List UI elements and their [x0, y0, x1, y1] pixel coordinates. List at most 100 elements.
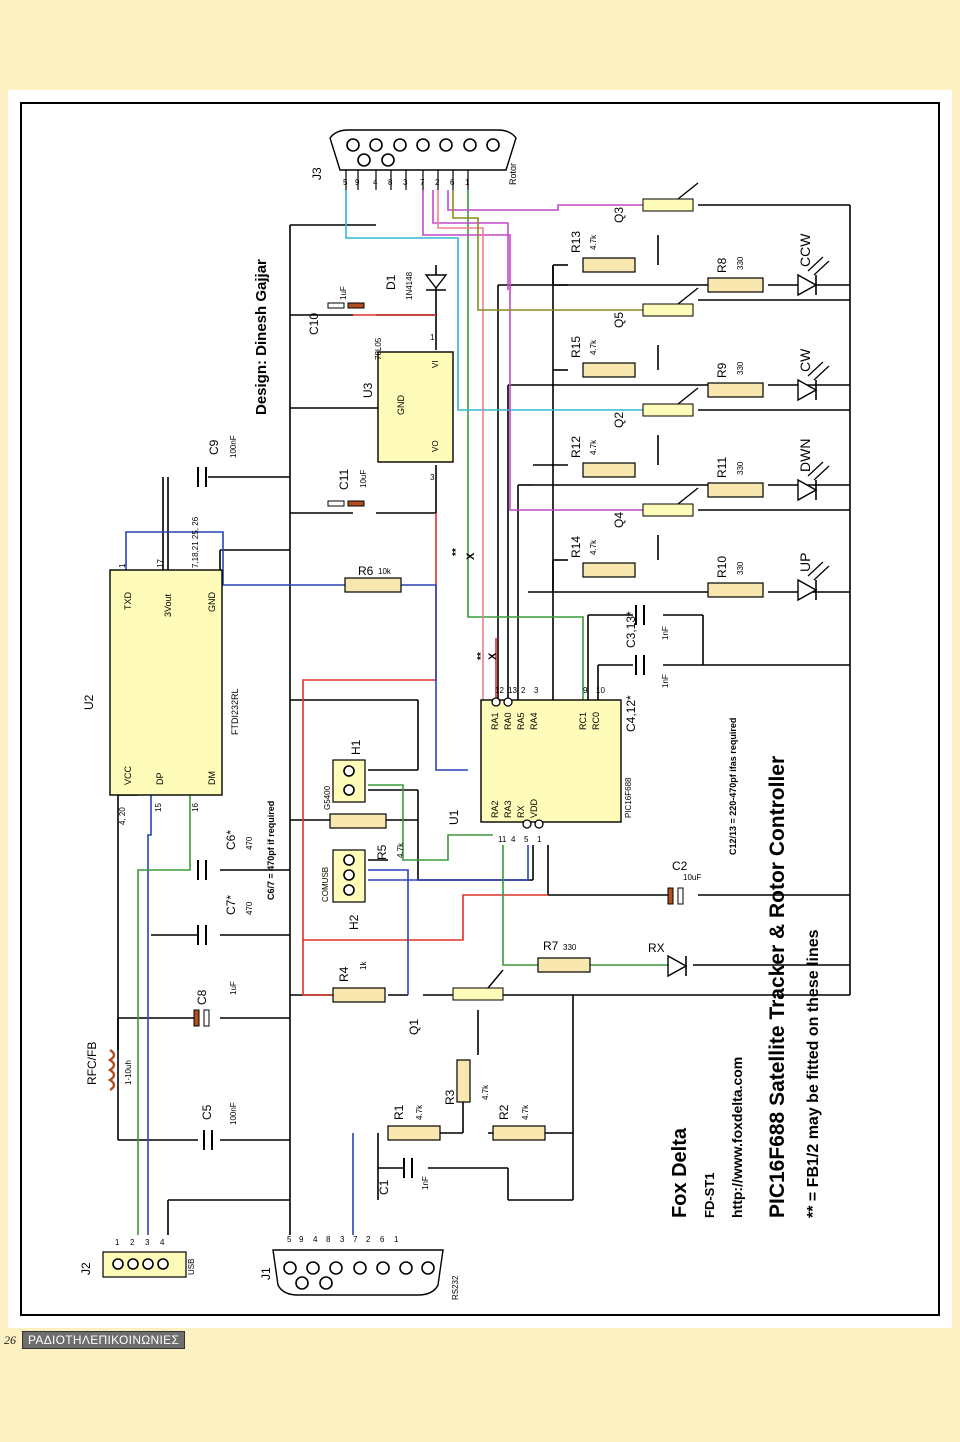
title-model: FD-ST1 [702, 1173, 717, 1219]
u2-pin-txd: 1 [118, 563, 127, 568]
c5-ref: C5 [200, 1104, 214, 1120]
u2-vcc: VCC [123, 765, 133, 785]
title-footnote: ** = FB1/2 may be fitted on these lines [805, 929, 822, 1218]
u1-part: PIC16F688 [624, 777, 633, 818]
u3-regulator: GND VI VO U3 78L05 1 3 [361, 333, 454, 482]
r15-resistor [582, 362, 636, 378]
j2-pin-number: 2 [130, 1238, 135, 1247]
c2-value: 10uF [683, 873, 701, 882]
u2-3vout: 3Vout [163, 593, 173, 617]
u3-part: 78L05 [374, 337, 383, 360]
r5-value: 4.7k [396, 842, 405, 858]
q3-emitter [677, 182, 699, 200]
c2-ref: C2 [672, 859, 688, 873]
r12-value: 4.7k [589, 439, 598, 455]
d1-ref: D1 [384, 274, 398, 290]
j2-label: USB [187, 1259, 196, 1275]
ccw-led [797, 273, 818, 297]
r13-ref: R13 [569, 231, 583, 253]
r2-resistor: R2 4.7k [492, 1104, 546, 1141]
q5-emitter [677, 287, 699, 305]
c3-ref: C3,13* [624, 611, 638, 648]
j3-ref: J3 [310, 167, 324, 180]
c11-ref: C11 [337, 469, 351, 490]
u1-pin-label: RA2 [490, 800, 500, 818]
c5-capacitor: C5 100nF [200, 1102, 238, 1150]
q4-ref: Q4 [612, 512, 626, 528]
page-number: 26 [4, 1332, 16, 1347]
c9-ref: C9 [207, 439, 221, 455]
j3-label: Rotor [508, 163, 518, 185]
q5-ref: Q5 [612, 312, 626, 328]
c6-value: 470 [245, 836, 254, 850]
r8-value: 330 [736, 256, 745, 270]
d1-diode: D1 1N4148 [384, 271, 448, 300]
u1-ref: U1 [447, 809, 461, 825]
c12-note: C12/13 = 220-470pf ifas required [728, 718, 738, 855]
j1-pin-number: 6 [380, 1235, 385, 1244]
r12-resistor [582, 462, 636, 478]
u1-pin-label: VDD [529, 798, 539, 818]
r1-ref: R1 [392, 1104, 406, 1120]
fb2-x-marker: X [487, 652, 499, 660]
u1-pin-number: 2 [521, 686, 526, 695]
r5-ref: R5 [375, 844, 389, 860]
fb1-marker: ** [451, 548, 462, 556]
u1-pin-label: RC1 [578, 712, 588, 730]
r15-ref: R15 [569, 336, 583, 358]
r13-resistor [582, 257, 636, 273]
r12-ref: R12 [569, 436, 583, 458]
r10-value: 330 [736, 561, 745, 575]
c2-capacitor: C2 10uF [667, 859, 701, 905]
j2-ref: J2 [79, 1262, 93, 1275]
j3-pin-number: 8 [388, 178, 393, 187]
j3-pin-number: 3 [403, 178, 408, 187]
c4-capacitor: C4,12* 1nF [624, 655, 670, 732]
j1-pin-number: 4 [313, 1235, 318, 1244]
u2-pin-3vout: 17 [156, 559, 165, 568]
c5-value: 100nF [229, 1102, 238, 1125]
j1-label: RS232 [451, 1275, 460, 1300]
c67-note: C6/7 = 470pf if required [266, 801, 276, 900]
r10-ref: R10 [715, 556, 729, 578]
j3-pin-number: 4 [373, 178, 378, 187]
r2-ref: R2 [497, 1104, 511, 1120]
r1-value: 4.7k [415, 1104, 424, 1120]
magazine-name: ΡΑΔΙΟΤΗΛΕΠΙΚΟΙΝΩΝΙΕΣ [22, 1331, 186, 1349]
u2-pin-gnd: 7,18,21 25, 26 [191, 516, 200, 568]
c1-capacitor: C1 1nF [377, 1158, 430, 1195]
u2-ftdi: TXD 3Vout GND VCC DP DM U2 FTDI232RL 1 1… [82, 516, 240, 825]
c4-value: 1nF [661, 674, 670, 688]
dwn-led [797, 478, 818, 502]
j1-pin-number: 1 [394, 1235, 399, 1244]
u3-vo-label: VO [431, 440, 440, 452]
u1-pin-number: 13 [508, 686, 517, 695]
r7-value: 330 [563, 943, 577, 952]
q2-ref: Q2 [612, 412, 626, 428]
h2-header: H2 COMUSB [321, 849, 366, 930]
cw-label: CW [797, 348, 813, 372]
j3-pin-number: 5 [343, 178, 348, 187]
c9-value: 100nF [229, 435, 238, 458]
r3-ref: R3 [443, 1089, 457, 1105]
c7-ref: C7* [224, 895, 238, 915]
j3-pin-number: 2 [435, 178, 440, 187]
r9-value: 330 [736, 361, 745, 375]
c11-value: 10uF [359, 470, 368, 488]
q5-transistor [642, 303, 694, 317]
cw-led [797, 378, 818, 402]
c4-ref: C4,12* [624, 695, 638, 732]
c8-ref: C8 [195, 989, 209, 1005]
designer-credit: Design: Dinesh Gajjar [253, 259, 270, 415]
q1-ref: Q1 [407, 1019, 421, 1035]
q2-emitter [677, 387, 699, 405]
u2-dp: DP [155, 772, 165, 785]
j1-pin-number: 9 [299, 1235, 304, 1244]
c10-value: 1uF [339, 286, 348, 300]
q1-transistor: Q1 [407, 969, 504, 1035]
